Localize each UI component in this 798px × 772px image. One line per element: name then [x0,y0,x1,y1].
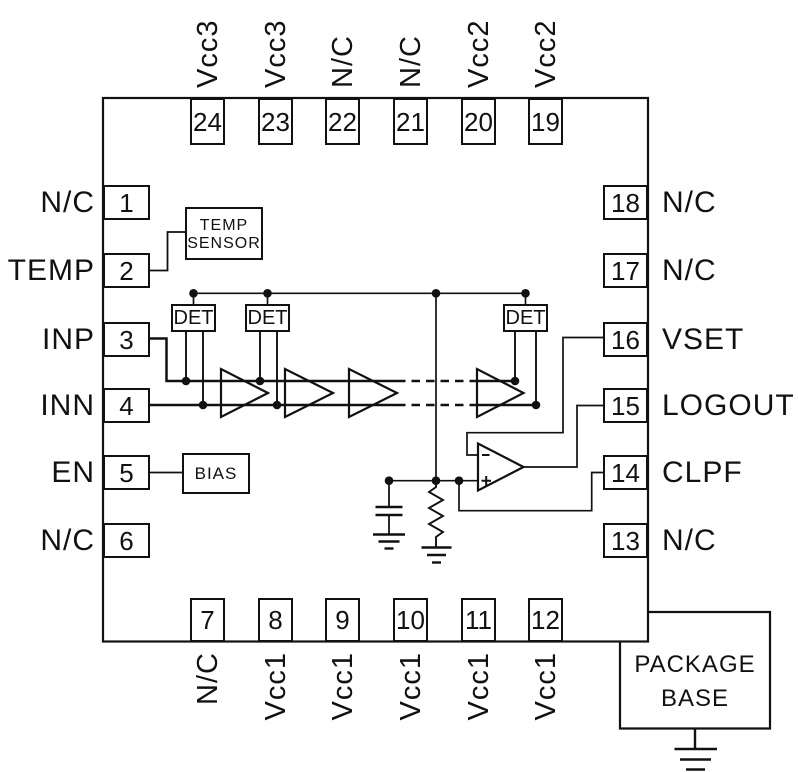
pin-label-17: N/C [662,253,717,287]
filter-capacitor [373,480,405,550]
pin-label-24: Vcc3 [191,19,224,88]
pin-label-3: INP [41,322,95,356]
pin-box-16: 16 [603,322,648,357]
pin-box-21: 21 [393,98,428,145]
amp-2 [283,367,336,419]
chip-outline [101,96,650,643]
pin-label-5: EN [51,455,95,489]
pin-label-4: INN [40,388,95,422]
pin-label-13: N/C [662,523,717,557]
opamp-wires [389,336,603,512]
temp-wire [150,231,185,272]
det-tap-wires [185,331,537,405]
pin-label-15: LOGOUT [662,388,795,422]
pin-box-20: 20 [461,98,496,145]
pin-label-18: N/C [662,185,717,219]
pin-label-19: Vcc2 [529,19,562,88]
pin-box-7: 7 [190,598,225,642]
package-base-label-line2: BASE [660,685,730,712]
pin-box-6: 6 [103,523,150,558]
pin-box-12: 12 [528,598,563,642]
det-block-1: DET [171,304,216,332]
junction-dots [181,289,541,486]
pin-box-11: 11 [461,598,496,642]
pin-label-12: Vcc1 [529,652,562,721]
temp-sensor-label-line2: SENSOR [187,235,261,252]
error-opamp [476,441,526,493]
det-block-2: DET [245,304,290,332]
pin-box-22: 22 [325,98,360,145]
pin-label-7: N/C [191,652,224,705]
pin-box-1: 1 [103,185,150,220]
pin-box-14: 14 [603,455,648,490]
pin-box-9: 9 [325,598,360,642]
pin-label-11: Vcc1 [462,652,495,721]
pin-box-10: 10 [393,598,428,642]
package-base-outline [618,610,772,730]
amplifier-chain [219,367,526,419]
amp-4 [475,367,526,419]
bias-block: BIAS [182,453,250,494]
pin-box-15: 15 [603,388,648,423]
inp-wire [150,337,397,383]
pin-box-13: 13 [603,523,648,558]
package-base-label: PACKAGE BASE [620,648,770,716]
pin-box-18: 18 [603,185,648,220]
det-block-3: DET [503,304,548,332]
pin-label-9: Vcc1 [326,652,359,721]
amp-3 [347,367,400,419]
clpf-wire [458,471,603,512]
pin-box-19: 19 [528,98,563,145]
pin-label-21: N/C [394,35,427,88]
resistor-zigzag [427,480,445,548]
pin-label-14: CLPF [662,455,743,489]
pin-box-3: 3 [103,322,150,357]
pin-label-2: TEMP [7,253,95,287]
amp-1 [219,367,271,419]
pin-box-17: 17 [603,253,648,288]
opamp-triangle [476,441,526,493]
pin-label-23: Vcc3 [259,19,292,88]
temp-sensor-label-line1: TEMP [199,217,249,234]
package-ground-symbol [674,728,717,771]
logout-wire [523,404,603,468]
pin-label-22: N/C [326,35,359,88]
pin-label-20: Vcc2 [462,19,495,88]
package-base-label-line1: PACKAGE [634,651,756,678]
opamp-plus-sign [481,476,491,486]
pin-label-10: Vcc1 [394,652,427,721]
pin-label-8: Vcc1 [259,652,292,721]
pin-box-5: 5 [103,455,150,490]
filter-resistor [421,480,452,564]
pin-label-16: VSET [662,322,745,356]
capacitor-ground-symbol [373,533,405,550]
pin-box-8: 8 [258,598,293,642]
pin-box-23: 23 [258,98,293,145]
pin-label-1: N/C [40,185,95,219]
resistor-ground-symbol [421,546,452,564]
pin-label-6: N/C [40,523,95,557]
temp-sensor-block: TEMP SENSOR [185,207,263,260]
pin-box-2: 2 [103,253,150,288]
pin-box-4: 4 [103,388,150,423]
vset-wire [466,336,603,456]
pin-box-24: 24 [190,98,225,145]
